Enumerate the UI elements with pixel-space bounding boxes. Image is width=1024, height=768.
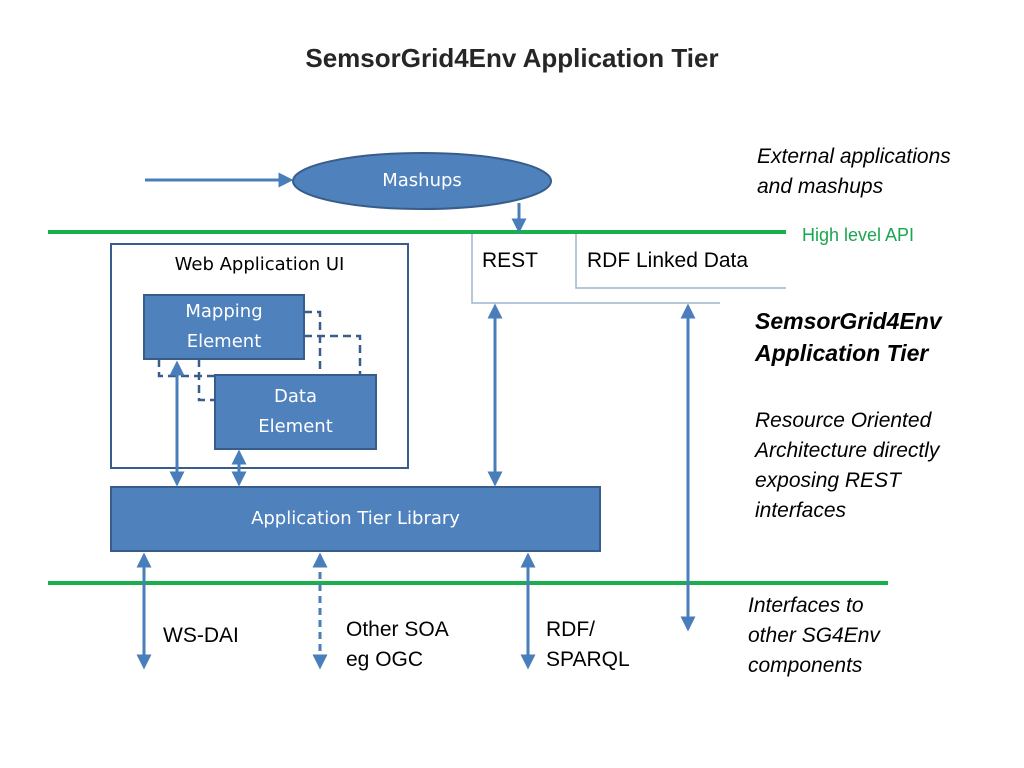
mapping-element-label: Mapping Element <box>185 301 263 352</box>
dashed-connectors <box>157 310 362 402</box>
rdf-linked-data-label: RDF Linked Data <box>587 249 749 272</box>
app-tier-library-label: Application Tier Library <box>251 508 460 529</box>
app-tier-library-node[interactable] <box>110 486 601 552</box>
rest-label: REST <box>482 249 539 272</box>
other-soa-label: Other SOA eg OGC <box>346 618 449 671</box>
page-title: SemsorGrid4Env Application Tier <box>305 43 719 73</box>
interfaces-note: Interfaces to other SG4Env components <box>748 594 880 677</box>
rdf-box-outline <box>575 234 786 289</box>
rest-box-outline <box>471 234 720 304</box>
roa-description: Resource Oriented Architecture directly … <box>755 409 940 522</box>
ws-dai-label: WS-DAI <box>163 624 239 647</box>
tier-heading: SemsorGrid4Env Application Tier <box>755 308 942 366</box>
web-app-ui-label: Web Application UI <box>174 254 345 275</box>
data-element-label: Data Element <box>258 386 333 437</box>
rdf-sparql-label: RDF/ SPARQL <box>546 618 630 671</box>
mashups-label: Mashups <box>382 170 462 191</box>
data-element-node[interactable] <box>214 374 377 450</box>
mapping-element-node[interactable] <box>143 294 305 360</box>
high-level-api-label: High level API <box>802 225 915 245</box>
external-apps-note: External applications and mashups <box>757 145 951 198</box>
